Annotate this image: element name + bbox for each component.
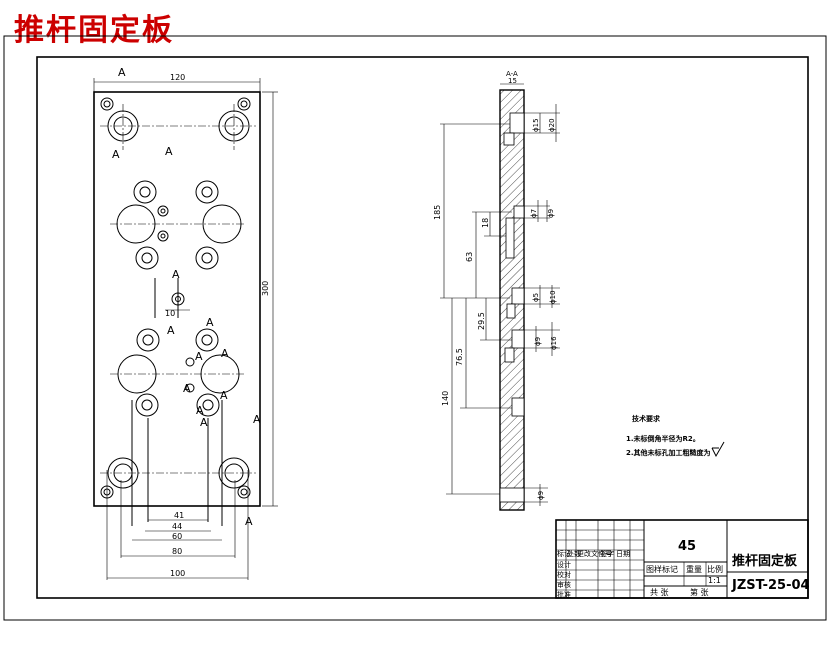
dim-80: 80 — [172, 547, 182, 556]
stage-mark: 图样标记 — [646, 564, 678, 574]
row-design: 设计 — [557, 560, 571, 569]
weight-label: 重量 — [686, 564, 702, 574]
row-approve: 批准 — [557, 590, 571, 599]
dim-phi10: ϕ10 — [549, 290, 557, 304]
ratio-label: 比例 — [707, 564, 723, 574]
section-view: A-A — [433, 70, 560, 511]
section-mark-a: A — [245, 515, 253, 528]
section-mark-a: A — [195, 350, 203, 363]
dim-60: 60 — [172, 532, 182, 541]
front-view: 120 300 41 44 60 80 100 10 A A A A A A A… — [93, 66, 278, 580]
row-review: 审核 — [557, 580, 571, 589]
dim-phi9-c: ϕ9 — [537, 491, 545, 500]
dim-185: 185 — [433, 205, 442, 220]
scale-value: 1:1 — [708, 576, 721, 585]
dim-phi7: ϕ7 — [530, 209, 538, 218]
outer-border — [3, 35, 827, 621]
dim-phi9-a: ϕ9 — [547, 209, 555, 218]
section-mark-a: A — [206, 316, 214, 329]
section-mark-a: A — [221, 347, 229, 360]
dim-phi16: ϕ16 — [550, 336, 558, 350]
notes-line-2: 2.其他未标孔加工粗糙度为 — [626, 448, 711, 457]
row-check: 校对 — [557, 570, 571, 579]
title-block: 45 推杆固定板 JZST-25-04 图样标记 重量 比例 1:1 共 张 第… — [555, 519, 810, 599]
col-date: 日期 — [616, 550, 630, 558]
section-mark-a: A — [118, 66, 126, 79]
dim-10: 10 — [165, 309, 175, 318]
dim-phi20: ϕ20 — [548, 118, 556, 132]
dim-phi15: ϕ15 — [532, 118, 540, 132]
dim-height-right: 300 — [261, 281, 270, 296]
section-mark-a: A — [165, 145, 173, 158]
sheet-number: 第 张 — [690, 587, 709, 597]
dim-18: 18 — [481, 218, 490, 228]
plate-outline — [93, 91, 261, 507]
dim-t15: 15 — [508, 77, 517, 85]
technical-notes: 技术要求 1.未标倒角半径为R2。 2.其他未标孔加工粗糙度为 — [626, 414, 725, 458]
material: 45 — [678, 539, 696, 554]
section-mark-a: A — [167, 324, 175, 337]
section-mark-a: A — [220, 389, 228, 402]
section-mark-a: A — [196, 404, 204, 417]
section-mark-a: A — [172, 268, 180, 281]
section-mark-a: A — [253, 413, 261, 426]
dim-phi5: ϕ5 — [532, 293, 540, 302]
section-mark-a: A — [183, 382, 191, 395]
section-mark-a: A — [112, 148, 120, 161]
dim-width-top: 120 — [170, 73, 185, 82]
dim-41: 41 — [174, 511, 184, 520]
col-count: 处数 — [567, 549, 581, 558]
inner-frame — [36, 56, 809, 599]
dim-29-5: 29.5 — [477, 312, 486, 330]
section-mark-a: A — [200, 416, 208, 429]
dim-63: 63 — [465, 252, 474, 262]
section-label: A-A — [506, 70, 518, 78]
sheets-total: 共 张 — [650, 588, 669, 597]
roughness-symbol — [711, 441, 725, 458]
dim-44: 44 — [172, 522, 182, 531]
col-sign: 签字 — [600, 549, 614, 558]
dim-phi9-b: ϕ9 — [534, 337, 542, 346]
page-title: 推杆固定板 — [14, 13, 174, 48]
dim-100: 100 — [170, 569, 185, 578]
notes-line-1: 1.未标倒角半径为R2。 — [626, 434, 700, 443]
dim-76-5: 76.5 — [455, 348, 464, 366]
col-change-doc: 更改文件号 — [577, 549, 612, 558]
notes-heading: 技术要求 — [632, 414, 661, 423]
dim-140: 140 — [441, 391, 450, 406]
part-name: 推杆固定板 — [732, 553, 798, 569]
col-mark: 标记 — [557, 549, 571, 558]
drawing-number: JZST-25-04 — [731, 578, 810, 593]
